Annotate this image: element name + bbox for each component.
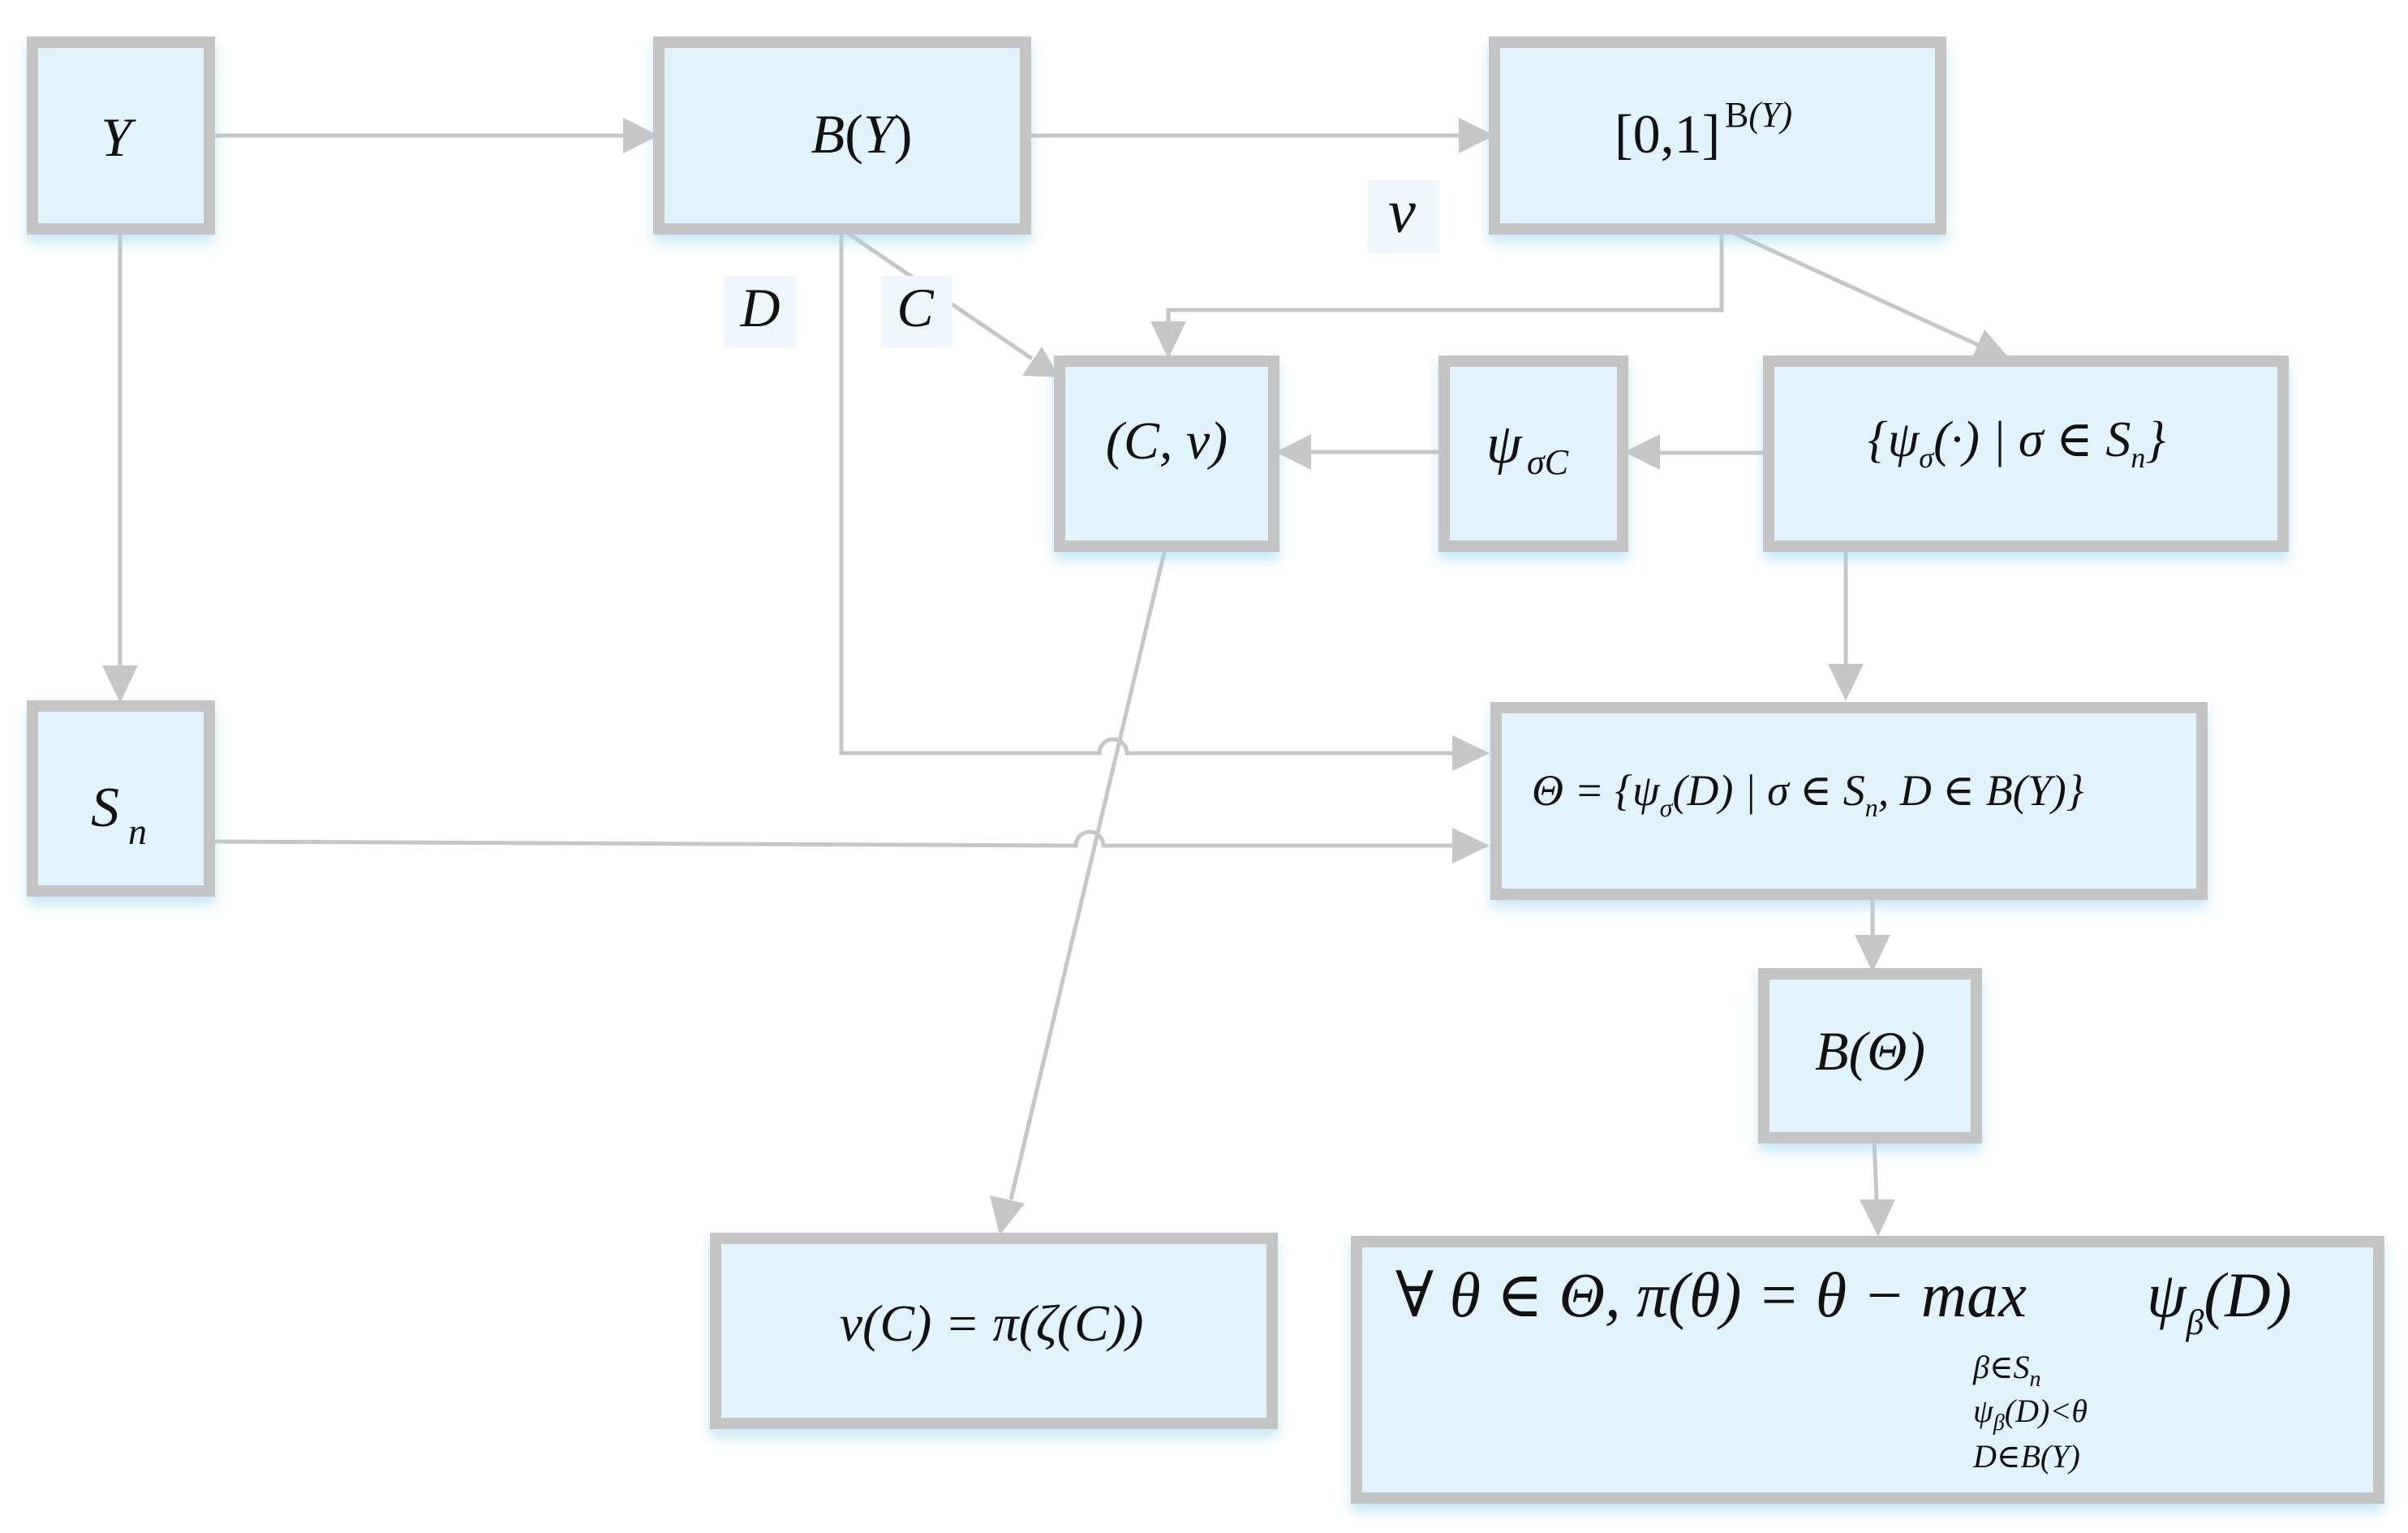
edge-by-to-unit bbox=[1026, 118, 1494, 153]
svg-text:D∈B(Y): D∈B(Y) bbox=[1972, 1438, 2080, 1475]
svg-text:Θ = {ψσ(D) | σ ∈ Sn, D ∈ B(Y)}: Θ = {ψσ(D) | σ ∈ Sn, D ∈ B(Y)} bbox=[1532, 766, 2084, 822]
svg-text:β∈Sn: β∈Sn bbox=[1972, 1349, 2041, 1392]
node-by: B(Y) bbox=[653, 37, 1031, 235]
edge-psiset-to-theta bbox=[1828, 552, 1864, 701]
svg-text:ν: ν bbox=[1388, 178, 1416, 246]
node-y: Y bbox=[27, 37, 215, 235]
edge-theta-to-btheta bbox=[1855, 898, 1890, 972]
svg-text:B(Θ): B(Θ) bbox=[1815, 1020, 1925, 1082]
edge-sn-to-theta bbox=[212, 828, 1490, 863]
node-sn: S n bbox=[27, 700, 215, 897]
edge-unit-to-cnu bbox=[1150, 230, 1724, 359]
svg-text:σC: σC bbox=[1527, 442, 1569, 482]
svg-text:D: D bbox=[739, 277, 780, 338]
edge-by-to-theta bbox=[839, 230, 1490, 771]
node-psi-sigma-c: ψ σC bbox=[1438, 355, 1628, 552]
edges bbox=[102, 118, 2010, 1237]
node-nu-c: ν(C) = π(ζ(C)) bbox=[710, 1233, 1278, 1429]
node-unit-interval-power: [0,1] B(Y) bbox=[1489, 37, 1946, 235]
svg-text:ν(C) = π(ζ(C)): ν(C) = π(ζ(C)) bbox=[840, 1294, 1144, 1352]
edge-label-d: D bbox=[724, 276, 797, 347]
svg-text:(C, ν): (C, ν) bbox=[1106, 411, 1228, 471]
svg-text:S: S bbox=[91, 777, 119, 839]
node-psi-set: {ψσ(·) | σ ∈ Sn} bbox=[1763, 355, 2289, 552]
svg-text:ψβ(D): ψβ(D) bbox=[2147, 1260, 2292, 1342]
svg-text:∀ θ ∈ Θ, π(θ) = θ − max: ∀ θ ∈ Θ, π(θ) = θ − max bbox=[1395, 1260, 2027, 1330]
svg-text:B(Y): B(Y) bbox=[1725, 95, 1792, 135]
svg-text:ψ: ψ bbox=[1486, 413, 1523, 476]
node-pi-definition: ∀ θ ∈ Θ, π(θ) = θ − max ψβ(D) β∈Sn ψβ(D)… bbox=[1351, 1236, 2384, 1504]
edge-unit-to-psiset bbox=[1726, 228, 2010, 363]
node-b-theta: B(Θ) bbox=[1758, 968, 1982, 1143]
edge-cnu-to-nuc bbox=[990, 548, 1167, 1235]
node-c-nu: (C, ν) bbox=[1054, 355, 1279, 552]
edge-label-nu: ν bbox=[1368, 178, 1439, 253]
edge-btheta-to-pidef bbox=[1860, 1139, 1895, 1237]
svg-text:n: n bbox=[128, 811, 147, 852]
edge-psisc-to-cnu bbox=[1275, 434, 1443, 470]
edge-y-to-sn bbox=[102, 231, 138, 703]
edge-label-c: C bbox=[881, 276, 952, 347]
svg-text:Y: Y bbox=[101, 106, 136, 168]
svg-text:C: C bbox=[897, 277, 934, 338]
edge-y-to-by bbox=[211, 118, 659, 153]
edge-psiset-to-psisc bbox=[1624, 434, 1767, 470]
node-theta-set: Θ = {ψσ(D) | σ ∈ Sn, D ∈ B(Y)} bbox=[1490, 702, 2208, 900]
svg-text:[0,1]: [0,1] bbox=[1615, 103, 1720, 165]
svg-text:B(Y): B(Y) bbox=[811, 103, 913, 165]
svg-text:{ψσ(·) | σ ∈ Sn}: {ψσ(·) | σ ∈ Sn} bbox=[1868, 412, 2165, 474]
svg-text:ψβ(D)<θ: ψβ(D)<θ bbox=[1973, 1393, 2088, 1436]
